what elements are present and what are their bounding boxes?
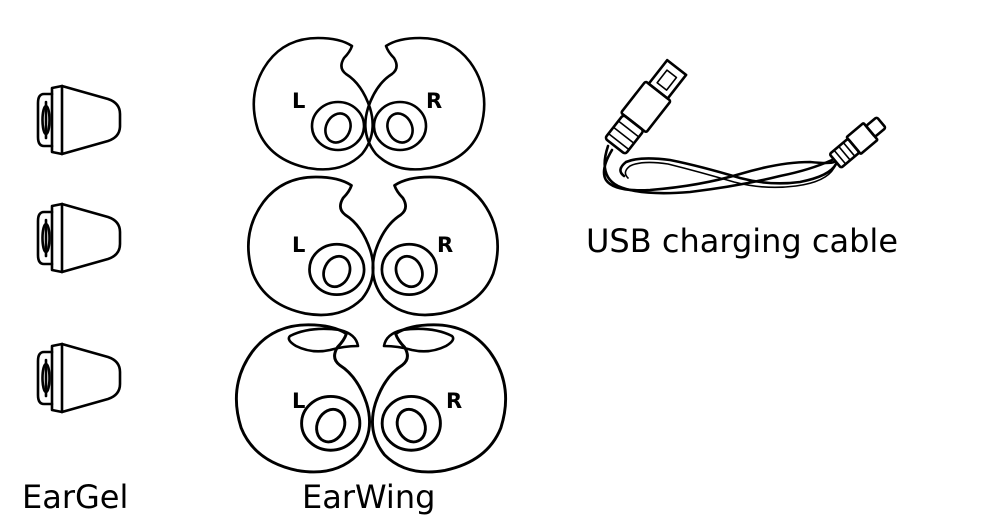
earwing-left-mark: L <box>292 389 305 413</box>
usb-charging-cable <box>602 58 887 195</box>
earwing-medium-right: R <box>371 175 500 317</box>
eargel-caption: EarGel <box>22 478 129 516</box>
earwing-right-mark: R <box>437 233 453 257</box>
earwing-right-mark: R <box>446 389 462 413</box>
earwing-caption: EarWing <box>302 478 436 516</box>
earwing-large-left: L <box>234 323 372 474</box>
eargel-large <box>36 342 122 414</box>
usb-cable-caption: USB charging cable <box>586 222 898 260</box>
earwing-left-mark: L <box>292 89 305 113</box>
earwing-left-mark: L <box>292 233 305 257</box>
earwing-small-right: R <box>364 36 486 171</box>
earwing-large-right: R <box>370 323 508 474</box>
eargel-medium <box>36 202 122 274</box>
earwing-right-mark: R <box>426 89 442 113</box>
earwing-medium-left: L <box>246 175 375 317</box>
earwing-small-left: L <box>252 36 374 171</box>
eargel-small <box>36 84 122 156</box>
